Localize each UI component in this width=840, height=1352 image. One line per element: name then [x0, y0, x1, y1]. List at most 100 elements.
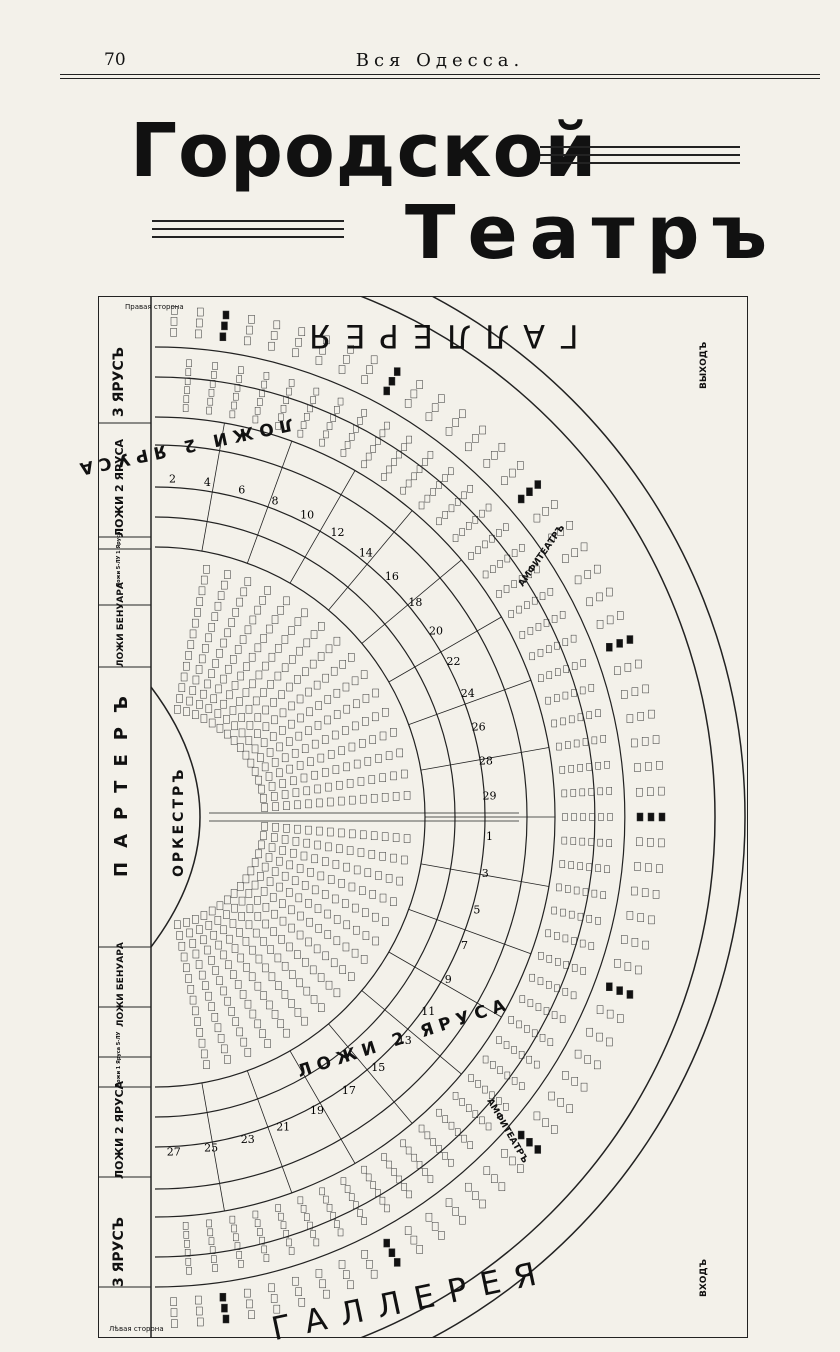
- amphitheatre-seat: [365, 1173, 372, 1182]
- amphitheatre-seat: [472, 1110, 479, 1118]
- parterre-seat: [228, 1007, 235, 1016]
- gallery-seat: [557, 527, 564, 536]
- parterre-seat: [242, 874, 250, 884]
- box-number-bottom: 23: [241, 1133, 255, 1146]
- parterre-seat: [178, 683, 186, 693]
- gallery-seat: [319, 1279, 326, 1289]
- parterre-seat: [176, 694, 183, 703]
- parterre-seat: [343, 862, 350, 872]
- amphitheatre-seat: [561, 789, 568, 798]
- amphitheatre-seat: [508, 1016, 514, 1024]
- amphitheatre-seat: [211, 371, 217, 379]
- box-number-bottom: 27: [167, 1145, 181, 1158]
- amphitheatre-seat: [424, 1131, 431, 1140]
- box-number-bottom: 13: [398, 1034, 412, 1047]
- gallery-seat: [658, 838, 665, 848]
- gallery-seat: [425, 412, 433, 422]
- parterre-seat: [245, 920, 253, 930]
- parterre-seat: [333, 688, 341, 698]
- amphitheatre-seat: [504, 554, 511, 563]
- gallery-seat: [580, 542, 588, 552]
- parterre-seat: [296, 978, 303, 988]
- amphitheatre-seat: [286, 387, 292, 396]
- parterre-seat: [294, 1008, 302, 1017]
- parterre-seat: [224, 895, 231, 905]
- parterre-seat: [370, 793, 378, 803]
- orchestra-pit-outline: [150, 686, 201, 948]
- parterre-seat: [174, 920, 181, 929]
- parterre-seat: [353, 759, 361, 769]
- gallery-seat: [624, 962, 632, 971]
- amphitheatre-seat: [185, 368, 192, 376]
- box-number-top: 28: [479, 755, 493, 768]
- parterre-seat: [216, 901, 224, 911]
- amphitheatre-seat: [554, 668, 561, 676]
- exit-top-label: ВЫХОДЪ: [699, 341, 709, 389]
- box-number-bottom: 15: [371, 1061, 385, 1074]
- amphitheatre-seat: [580, 813, 586, 821]
- right-side-label: Правая сторона: [125, 303, 184, 311]
- parterre-seat: [289, 970, 296, 979]
- parterre-seat: [242, 750, 250, 760]
- parterre-seat: [260, 887, 268, 896]
- parterre-seat: [316, 798, 323, 808]
- amphitheatre-seat: [259, 1236, 265, 1245]
- parterre-seat: [262, 705, 269, 715]
- parterre-seat: [200, 935, 207, 945]
- amphitheatre-seat: [209, 1246, 216, 1254]
- amphitheatre-seat: [330, 1212, 336, 1220]
- amphitheatre-seat: [595, 709, 601, 717]
- parterre-seat: [262, 963, 269, 973]
- parterre-seat: [232, 1017, 239, 1026]
- amphitheatre-seat: [234, 384, 241, 392]
- amphitheatre-seat: [254, 1219, 261, 1227]
- parterre-seat: [369, 735, 376, 744]
- parterre-seat: [196, 925, 203, 934]
- amphitheatre-seat: [357, 417, 363, 425]
- gallery-seat: [658, 812, 666, 822]
- small-boxes-bottom-label: Ложи 1 Яруса 5-ЛУ: [116, 1031, 122, 1087]
- amphitheatre-seat: [183, 395, 190, 403]
- amphitheatre-seat: [600, 735, 606, 743]
- gallery-seat: [652, 735, 660, 744]
- gallery-seat: [551, 1125, 558, 1134]
- parterre-seat: [333, 936, 341, 946]
- parterre-seat: [403, 791, 411, 800]
- amphitheatre-seat: [511, 549, 518, 557]
- parterre-seat: [338, 828, 345, 838]
- gallery-seat: [574, 575, 582, 585]
- amphitheatre-seat: [452, 1092, 459, 1100]
- parterre-seat: [317, 652, 325, 661]
- parterre-seat: [310, 630, 318, 639]
- parterre-seat: [216, 976, 223, 985]
- gallery-seat: [574, 1049, 582, 1059]
- parterre-seat: [237, 671, 244, 681]
- parterre-seat: [305, 726, 312, 735]
- parterre-seat: [196, 700, 203, 709]
- amphitheatre-seat: [229, 410, 236, 419]
- parterre-seat: [372, 688, 379, 698]
- parterre-seat: [194, 608, 201, 617]
- gallery-seat: [298, 327, 306, 336]
- amphitheatre-seat: [326, 422, 333, 430]
- box-divider: [328, 1023, 413, 1124]
- parterre-seat: [307, 868, 314, 877]
- parterre-seat: [291, 876, 299, 886]
- amphitheatre-seat: [554, 932, 560, 940]
- amphitheatre-seat: [598, 813, 604, 821]
- parterre-seat: [223, 910, 230, 919]
- parterre-seat: [279, 846, 286, 855]
- gallery-seat: [562, 1071, 569, 1080]
- parterre-seat: [180, 672, 188, 682]
- amphitheatre-seat: [579, 939, 586, 948]
- amphitheatre-seat: [319, 1187, 325, 1196]
- ring-arc: [154, 546, 426, 1088]
- gallery-seat: [606, 1037, 613, 1047]
- parterre-seat: [315, 924, 322, 933]
- amphitheatre-seat: [427, 1175, 434, 1183]
- amphitheatre-seat: [533, 565, 540, 574]
- parterre-seat: [379, 851, 386, 861]
- parterre-seat: [295, 893, 303, 903]
- amphitheatre-seat: [304, 1213, 310, 1221]
- amphitheatre-seat: [283, 396, 289, 404]
